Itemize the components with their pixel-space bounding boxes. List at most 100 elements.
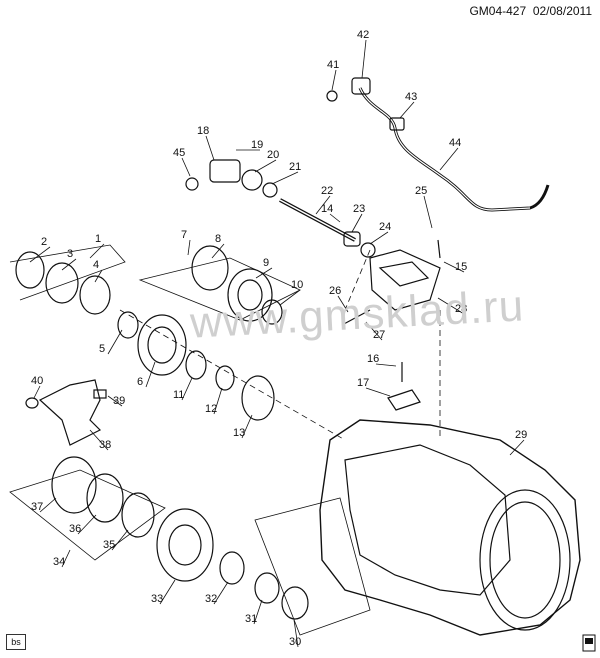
leader-line-8 <box>211 243 225 259</box>
shift-cover-28 <box>369 249 441 311</box>
callout-3: 3 <box>67 248 73 260</box>
leader-line-3 <box>61 258 77 271</box>
shift-fork-38 <box>38 379 102 446</box>
ring-10 <box>261 299 283 325</box>
leader-line-9 <box>255 267 273 279</box>
leader-line-27 <box>365 321 383 341</box>
leader-line-5 <box>107 329 123 355</box>
callout-28: 28 <box>455 303 467 315</box>
callout-38: 38 <box>99 439 111 451</box>
ring-2 <box>15 251 45 289</box>
seal-30 <box>281 586 309 620</box>
ring-36 <box>86 473 124 523</box>
callout-40: 40 <box>31 375 43 387</box>
sleeve-9 <box>227 268 273 322</box>
cooler-line <box>358 87 550 212</box>
callout-2: 2 <box>41 236 47 248</box>
ring-21 <box>262 182 278 198</box>
leader-line-34 <box>61 549 71 568</box>
ring-3 <box>45 262 79 304</box>
callout-12: 12 <box>205 403 217 415</box>
callout-41: 41 <box>327 59 339 71</box>
leader-line-2 <box>29 246 51 263</box>
group-frame-34 <box>9 469 166 561</box>
leader-line-30 <box>293 619 299 648</box>
callout-21: 21 <box>289 161 301 173</box>
callout-42: 42 <box>357 29 369 41</box>
fitting-43 <box>389 117 405 131</box>
callout-6: 6 <box>137 376 143 388</box>
callout-10: 10 <box>291 279 303 291</box>
leader-line-20 <box>254 159 277 173</box>
callout-24: 24 <box>379 221 391 233</box>
leader-line-14 <box>329 213 341 223</box>
leader-line-21 <box>271 171 299 185</box>
callout-7: 7 <box>181 229 187 241</box>
callout-34: 34 <box>53 556 65 568</box>
leader-line-15 <box>443 261 465 273</box>
synchro-hub-8 <box>191 245 229 291</box>
callout-29: 29 <box>515 429 527 441</box>
leader-line-22 <box>315 195 331 215</box>
leader-line-1 <box>89 243 105 259</box>
leader-line-39 <box>107 395 123 407</box>
callout-11: 11 <box>173 389 184 401</box>
key-39 <box>93 389 107 399</box>
callout-31: 31 <box>245 613 257 625</box>
ring-37 <box>51 456 97 514</box>
callout-37: 37 <box>31 501 43 513</box>
callout-27: 27 <box>373 329 385 341</box>
callout-33: 33 <box>151 593 163 605</box>
leader-line-38 <box>89 429 109 451</box>
corner-logo-icon <box>582 634 596 652</box>
leader-line-33 <box>159 579 176 605</box>
leader-line-42 <box>361 39 367 79</box>
seal-20 <box>241 169 263 191</box>
leader-line-16 <box>375 363 397 367</box>
leader-line-13 <box>241 414 253 439</box>
gear-6 <box>137 314 187 376</box>
leader-line-29 <box>509 439 525 456</box>
callout-44: 44 <box>449 137 461 149</box>
group-frame-1 <box>9 244 126 301</box>
callout-22: 22 <box>321 185 333 197</box>
callout-30: 30 <box>289 636 301 648</box>
callout-26: 26 <box>329 285 341 297</box>
nut-45 <box>185 177 199 191</box>
gear-33 <box>156 508 214 582</box>
washer-31 <box>254 572 280 604</box>
callout-19: 19 <box>251 139 263 151</box>
leader-line-10 <box>279 289 301 306</box>
leader-line-24 <box>369 231 389 245</box>
leader-line-28 <box>437 297 465 315</box>
leader-line-43 <box>399 101 415 119</box>
leader-line-35 <box>111 529 129 551</box>
diagram-code: GM04-427 <box>469 4 527 18</box>
diagram-date: 02/08/2011 <box>532 4 592 18</box>
callout-9: 9 <box>263 257 269 269</box>
callout-17: 17 <box>357 377 369 389</box>
transmission-case-29 <box>319 419 581 636</box>
hose-clamp-42 <box>351 77 371 95</box>
clip-40 <box>25 397 39 409</box>
leader-line-31 <box>253 599 263 625</box>
callout-1: 1 <box>95 233 101 245</box>
leader-line-17 <box>365 387 391 397</box>
callout-45: 45 <box>173 147 185 159</box>
bearing-32 <box>219 551 245 585</box>
bracket-17 <box>387 389 421 411</box>
callout-5: 5 <box>99 343 105 355</box>
shift-fork-18 <box>209 159 241 183</box>
callout-13: 13 <box>233 427 245 439</box>
pin-26 <box>341 309 371 326</box>
leader-line-41 <box>331 69 337 91</box>
footer-badge: bs <box>6 634 26 650</box>
callout-23: 23 <box>353 203 365 215</box>
leader-line-11 <box>181 377 193 401</box>
washer-12 <box>215 365 235 391</box>
callout-43: 43 <box>405 91 417 103</box>
bolt-41 <box>326 90 338 102</box>
leader-line-32 <box>213 581 229 605</box>
ring-35 <box>121 492 155 538</box>
